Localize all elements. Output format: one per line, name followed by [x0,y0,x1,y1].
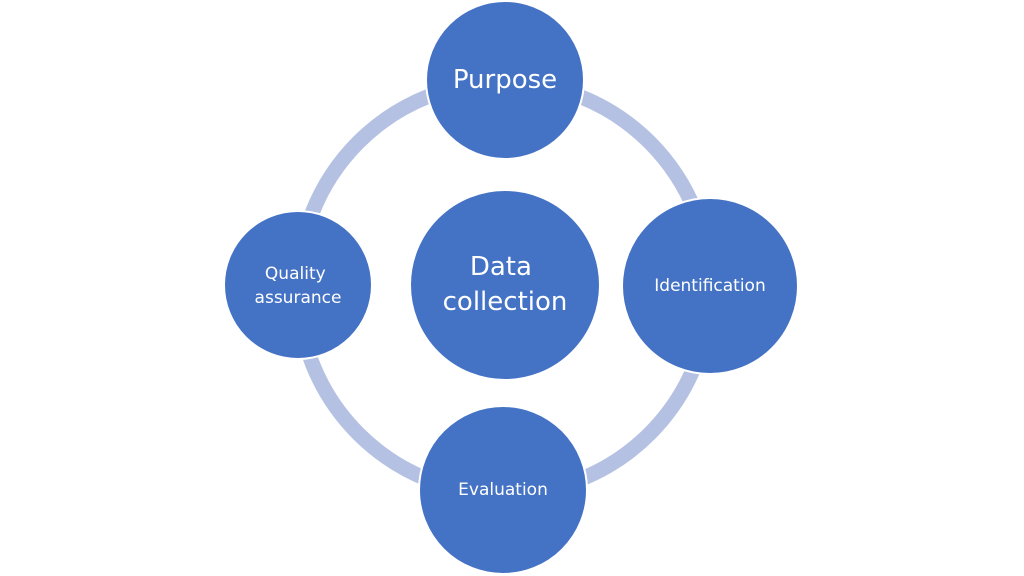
center-node-label-line-1: Data [470,252,532,282]
center-node-label-line-2: collection [443,287,568,317]
cycle-node-evaluation-label: Evaluation [458,480,548,500]
cycle-node-quality-assurance-circle [223,210,373,360]
cycle-node-identification-label: Identification [654,276,765,296]
center-node-circle [409,189,601,381]
cycle-node-identification-circle [621,197,799,375]
cycle-node-purpose-label-line-1: Purpose [453,65,557,95]
cycle-node-identification: Identification [621,197,799,375]
cycle-node-quality-assurance-label: Quality assurance [255,264,342,308]
cycle-node-evaluation: Evaluation [418,405,588,575]
cycle-node-evaluation-label-line-1: Evaluation [458,480,548,500]
cycle-node-purpose-circle [425,0,585,160]
cycle-node-purpose-label: Purpose [453,65,557,95]
cycle-node-quality-assurance-label-line-2: assurance [255,288,342,308]
center-node-label: Data collection [443,252,568,317]
cycle-node-purpose: Purpose [425,0,585,160]
cycle-node-identification-label-line-1: Identification [654,276,765,296]
cycle-node-quality-assurance-label-line-1: Quality [265,264,326,284]
cycle-node-quality-assurance: Quality assurance [223,210,373,360]
cycle-node-evaluation-circle [418,405,588,575]
center-node-data-collection: Data collection [409,189,601,381]
